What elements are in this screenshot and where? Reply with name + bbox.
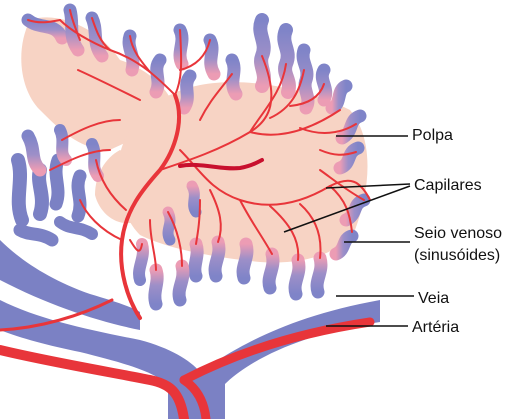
label-polpa: Polpa <box>412 126 453 145</box>
label-arteria: Artéria <box>412 318 459 337</box>
label-capilares: Capilares <box>414 176 482 195</box>
label-sinusoides: (sinusóides) <box>414 246 500 265</box>
label-seio-venoso: Seio venoso <box>414 224 502 243</box>
label-veia: Veia <box>418 289 449 308</box>
